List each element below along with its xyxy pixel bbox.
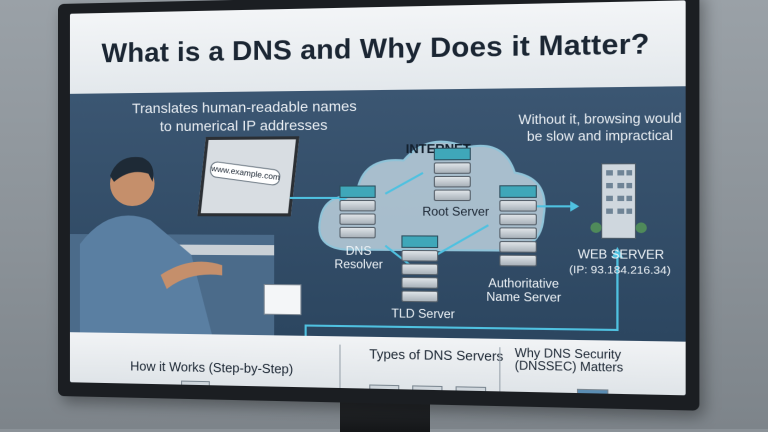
shield-icon (576, 388, 609, 396)
server-type-thumbnail (369, 384, 400, 396)
types-title: Types of DNS Servers (369, 347, 504, 365)
tld-server (401, 235, 439, 304)
authoritative-server-label: Authoritative Name Server (486, 277, 562, 305)
authoritative-name-server (499, 185, 537, 268)
infographic-main: Translates human-readable names to numer… (69, 86, 686, 342)
server-type-thumbnail (412, 385, 443, 396)
monitor-screen: What is a DNS and Why Does it Matter? Tr… (69, 0, 686, 396)
root-server (433, 147, 471, 204)
title-banner: What is a DNS and Why Does it Matter? (69, 0, 686, 94)
internet-cloud (314, 124, 552, 272)
bottom-sections: How it Works (Step-by-Step) Types of DNS… (69, 332, 686, 396)
step-number-badge: 1 (122, 385, 141, 396)
section-divider (339, 344, 341, 396)
section-divider (499, 347, 501, 396)
how-it-works-title: How it Works (Step-by-Step) (130, 359, 294, 377)
dnssec-title: Why DNS Security (DNSSEC) Matters (514, 347, 624, 375)
monitor: What is a DNS and Why Does it Matter? Tr… (58, 0, 700, 411)
server-type-thumbnail (455, 386, 487, 396)
web-server-label: WEB SERVER (577, 248, 665, 263)
dns-resolver-server (339, 185, 376, 240)
step-thumbnail (181, 380, 210, 396)
web-server-ip: (IP: 93.184.216.34) (569, 263, 671, 278)
dns-resolver-label: DNS Resolver (334, 245, 383, 272)
web-server-building-icon (590, 157, 647, 243)
page-title: What is a DNS and Why Does it Matter? (101, 27, 650, 68)
tld-server-label: TLD Server (391, 308, 455, 322)
person-at-laptop-illustration (69, 156, 275, 336)
root-server-label: Root Server (422, 206, 490, 219)
